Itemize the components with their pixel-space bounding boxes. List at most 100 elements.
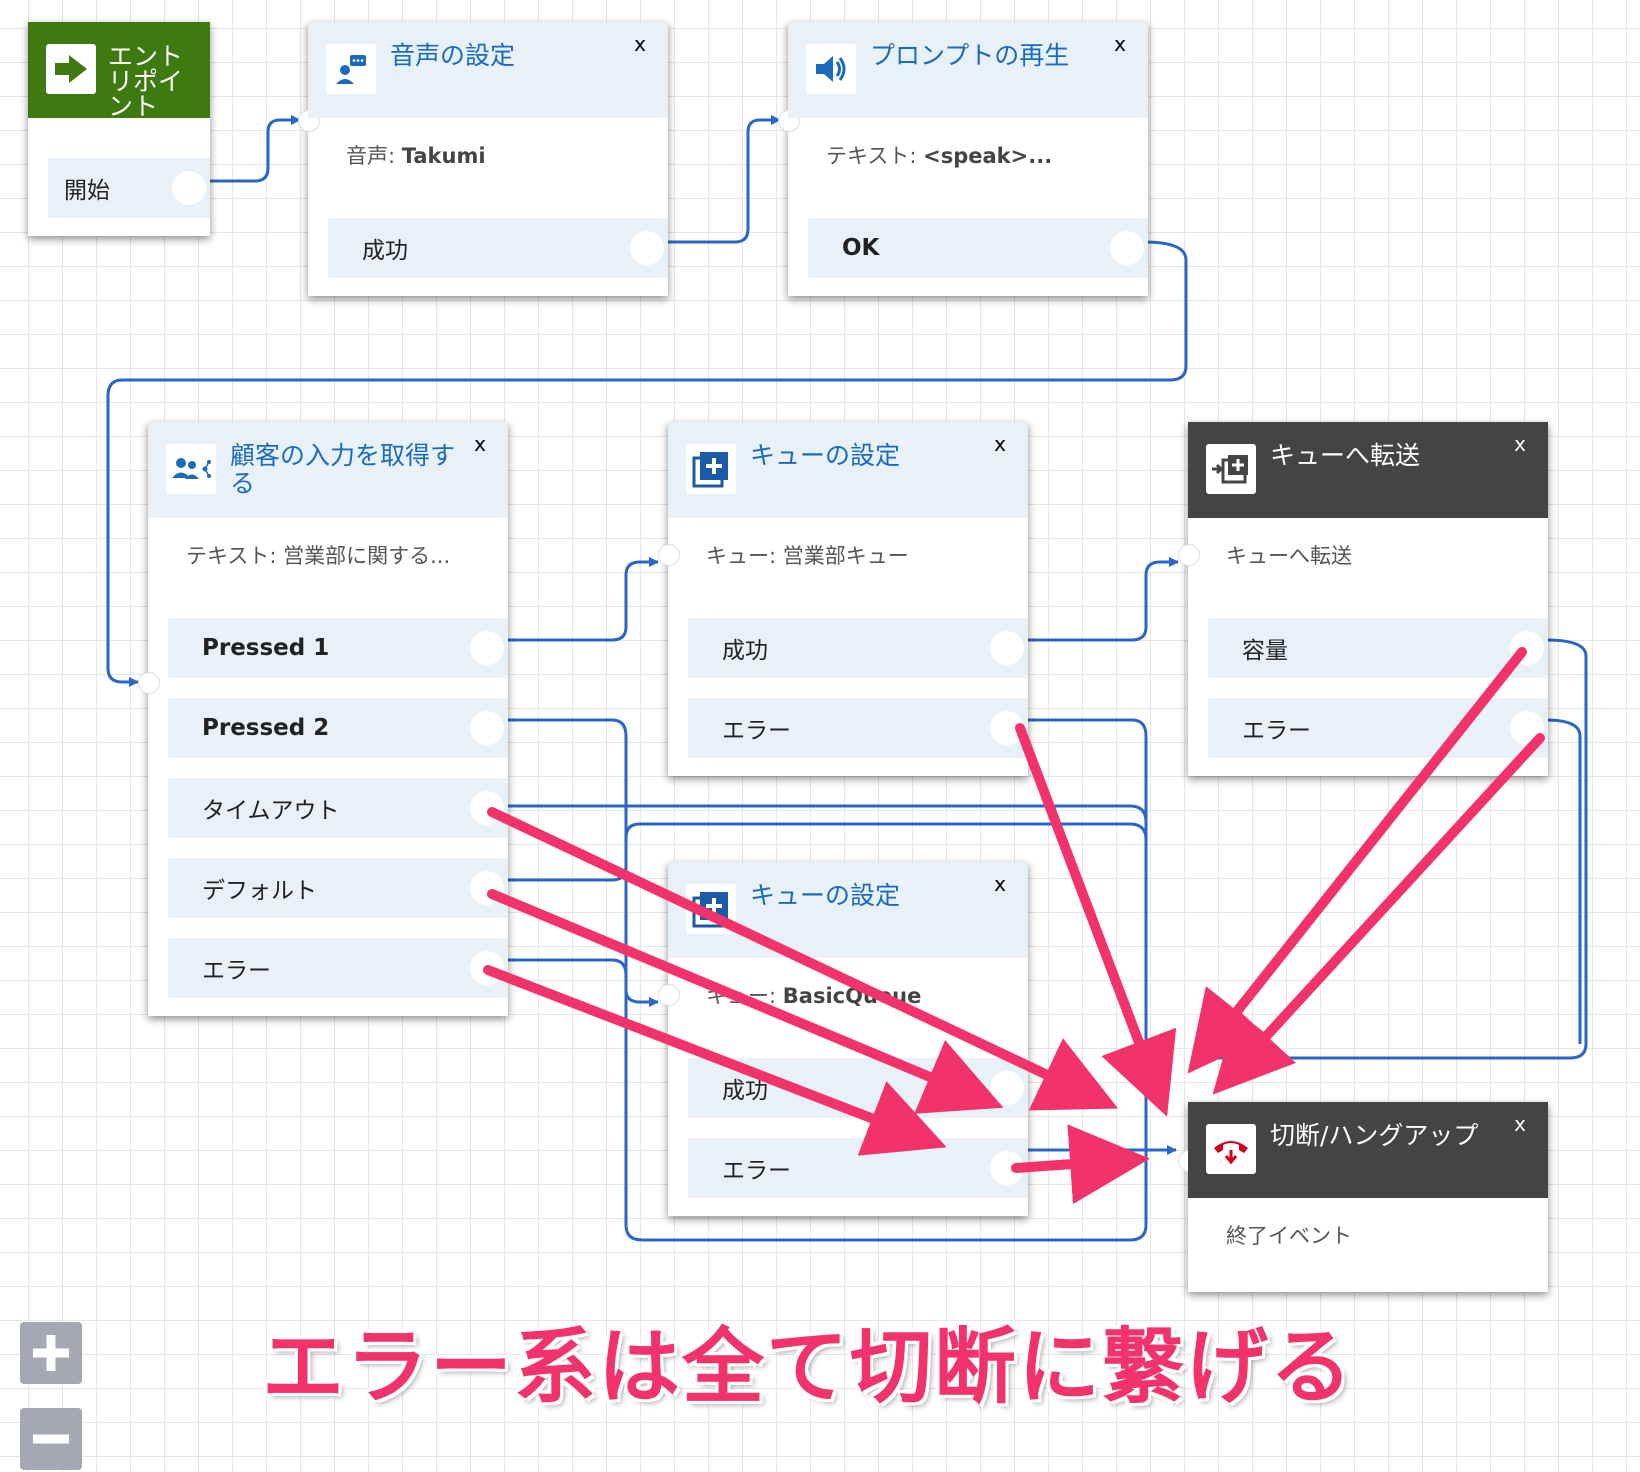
branch-label: エラー (202, 958, 271, 984)
connector-pressed1-queue1 (506, 557, 659, 642)
transfer-to-queue-block[interactable]: キューへ転送 x キューへ転送 容量 エラー (1178, 422, 1548, 776)
get-input-header: 顧客の入力を取得す る x (148, 422, 508, 518)
prompt-branch-ok[interactable]: OK (808, 218, 1148, 278)
set-queue-block-basic[interactable]: キューの設定 x キュー: BasicQueue 成功 エラー (658, 862, 1028, 1216)
title-line: る (230, 469, 256, 498)
input-port[interactable] (658, 984, 680, 1006)
input-branch-error[interactable]: エラー (168, 938, 508, 998)
connector-pressed2-queue2 (506, 718, 659, 1007)
set-queue-desc: キュー: BasicQueue (706, 980, 921, 1010)
desc-label: キュー: (706, 984, 777, 1008)
play-prompt-desc: テキスト: <speak>... (826, 140, 1052, 170)
branch-label: 容量 (1242, 638, 1288, 664)
input-branch-timeout[interactable]: タイムアウト (168, 778, 508, 838)
desc-value: <speak>... (923, 144, 1053, 168)
branch-label: エラー (722, 718, 791, 744)
transfer-header: キューへ転送 x (1188, 422, 1548, 518)
transfer-branch-capacity[interactable]: 容量 (1208, 618, 1548, 678)
arrow-right-icon (46, 44, 96, 94)
output-port[interactable] (1110, 231, 1144, 265)
branch-label: エラー (722, 1158, 791, 1184)
get-input-title: 顧客の入力を取得す る (230, 442, 468, 498)
close-button[interactable]: x (1114, 32, 1126, 56)
close-button[interactable]: x (1514, 1112, 1526, 1136)
branch-label: Pressed 2 (202, 715, 330, 741)
plus-icon (33, 1335, 69, 1371)
output-port[interactable] (990, 631, 1024, 665)
output-port[interactable] (1510, 631, 1544, 665)
output-port[interactable] (1510, 711, 1544, 745)
input-port[interactable] (658, 544, 680, 566)
queue2-branch-error[interactable]: エラー (688, 1138, 1028, 1198)
branch-label: タイムアウト (202, 798, 340, 824)
input-branch-pressed-2[interactable]: Pressed 2 (168, 698, 508, 758)
input-branch-default[interactable]: デフォルト (168, 858, 508, 918)
output-port[interactable] (470, 631, 504, 665)
set-queue-header: キューの設定 x (668, 422, 1028, 518)
output-port[interactable] (990, 1151, 1024, 1185)
connector-transfer-error (1545, 718, 1582, 1044)
get-input-desc: テキスト: 営業部に関する... (186, 544, 451, 568)
close-button[interactable]: x (994, 872, 1006, 896)
transfer-branch-error[interactable]: エラー (1208, 698, 1548, 758)
minus-icon (33, 1434, 69, 1444)
arrow-queue1-error-to-hangup (1015, 723, 1177, 1117)
output-port[interactable] (470, 871, 504, 905)
set-queue-title: キューの設定 (750, 881, 901, 910)
close-button[interactable]: x (994, 432, 1006, 456)
set-queue-desc: キュー: 営業部キュー (706, 544, 909, 568)
input-branch-pressed-1[interactable]: Pressed 1 (168, 618, 508, 678)
entry-point-block[interactable]: エントリポイント 開始 (28, 22, 210, 236)
zoom-in-button[interactable] (20, 1322, 82, 1384)
output-port[interactable] (470, 951, 504, 985)
branch-label: デフォルト (202, 878, 317, 904)
transfer-title: キューへ転送 (1270, 441, 1421, 470)
connector-queue1-error-loop (1026, 718, 1148, 1140)
output-port[interactable] (470, 711, 504, 745)
output-port[interactable] (172, 171, 206, 205)
entry-point-title: エントリポイント (108, 44, 184, 118)
branch-label: 成功 (362, 238, 408, 264)
arrow-queue2-error-to-hangup (1011, 1124, 1150, 1205)
close-button[interactable]: x (474, 432, 486, 456)
transfer-queue-icon (1206, 444, 1256, 494)
set-voice-desc: 音声: Takumi (346, 140, 486, 170)
branch-label: 成功 (722, 638, 768, 664)
input-port[interactable] (138, 672, 160, 694)
set-queue-block-sales[interactable]: キューの設定 x キュー: 営業部キュー 成功 エラー (658, 422, 1028, 776)
disconnect-title: 切断/ハングアップ (1270, 1121, 1479, 1150)
queue1-branch-success[interactable]: 成功 (688, 618, 1028, 678)
speaker-icon (806, 44, 856, 94)
disconnect-desc: 終了イベント (1226, 1224, 1352, 1248)
annotation-caption: エラー系は全て切断に繋げる (262, 1320, 1355, 1415)
set-voice-block[interactable]: 音声の設定 x 音声: Takumi 成功 (298, 22, 668, 296)
set-queue-header: キューの設定 x (668, 862, 1028, 958)
add-queue-icon (686, 444, 736, 494)
output-port[interactable] (990, 711, 1024, 745)
branch-label: OK (842, 235, 880, 261)
disconnect-block[interactable]: 切断/ハングアップ x 終了イベント (1178, 1102, 1548, 1292)
output-port[interactable] (990, 1071, 1024, 1105)
queue2-branch-success[interactable]: 成功 (688, 1058, 1028, 1118)
output-port[interactable] (470, 791, 504, 825)
voice-branch-success[interactable]: 成功 (328, 218, 668, 278)
get-customer-input-block[interactable]: 顧客の入力を取得す る x テキスト: 営業部に関する... Pressed 1… (138, 422, 508, 1016)
output-port[interactable] (630, 231, 664, 265)
set-voice-title: 音声の設定 (390, 41, 516, 70)
branch-label: Pressed 1 (202, 635, 330, 661)
connector-queue1-success-transfer (1026, 557, 1179, 642)
arrow-transfer-error-to-hangup (1212, 733, 1545, 1095)
queue1-branch-error[interactable]: エラー (688, 698, 1028, 758)
zoom-out-button[interactable] (20, 1408, 82, 1470)
close-button[interactable]: x (1514, 432, 1526, 456)
play-prompt-header: プロンプトの再生 x (788, 22, 1148, 118)
play-prompt-block[interactable]: プロンプトの再生 x テキスト: <speak>... OK (778, 22, 1148, 296)
connector-voice-prompt (664, 115, 781, 244)
input-port[interactable] (1178, 544, 1200, 566)
desc-label: 音声: (346, 144, 396, 168)
entry-branch-start[interactable]: 開始 (48, 158, 210, 218)
play-prompt-title: プロンプトの再生 (870, 41, 1070, 70)
set-voice-header: 音声の設定 x (308, 22, 668, 118)
close-button[interactable]: x (634, 32, 646, 56)
phone-hangup-icon (1206, 1124, 1256, 1174)
